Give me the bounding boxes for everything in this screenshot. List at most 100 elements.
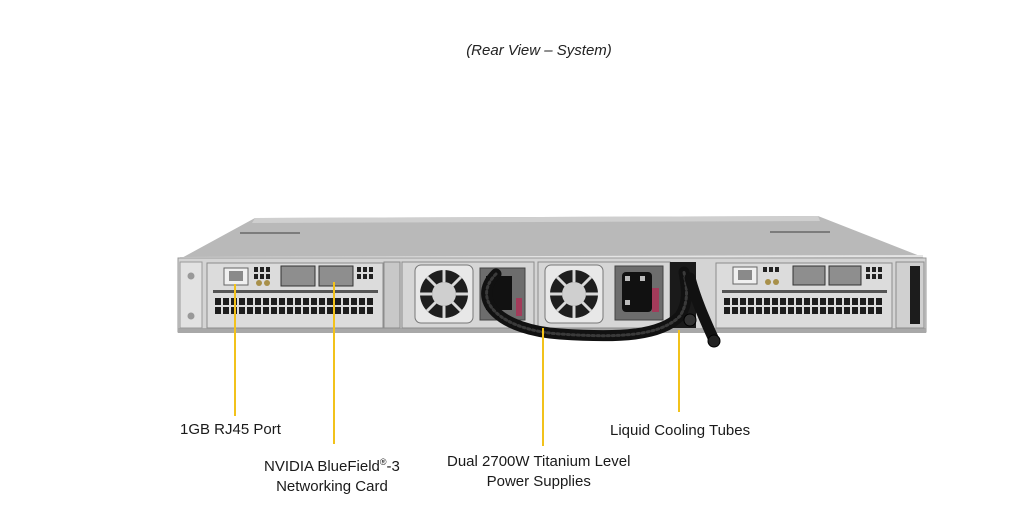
vent-hole (796, 298, 802, 305)
callout-bluefield-card: NVIDIA BlueField®-3 Networking Card (264, 452, 400, 497)
vent-hole (343, 307, 349, 314)
vent-hole (876, 298, 882, 305)
vent-hole (327, 298, 333, 305)
vent-hole (788, 298, 794, 305)
vent-hole (820, 307, 826, 314)
vent-hole (223, 298, 229, 305)
vent-hole (263, 298, 269, 305)
vent-hole (804, 307, 810, 314)
liquid-cooling-tubes (481, 266, 721, 348)
vent-hole (788, 307, 794, 314)
vent-hole (804, 298, 810, 305)
callout-rj45-port: 1GB RJ45 Port (180, 420, 281, 440)
vent-hole (740, 307, 746, 314)
right-io-module (715, 262, 893, 329)
vent-hole (303, 307, 309, 314)
vent-hole (351, 307, 357, 314)
power-supply-1 (401, 261, 535, 329)
vent-hole (311, 307, 317, 314)
vent-hole (780, 298, 786, 305)
vent-hole (367, 298, 373, 305)
vent-hole (279, 298, 285, 305)
vent-hole (756, 307, 762, 314)
callout-power-supplies: Dual 2700W Titanium Level Power Supplies (447, 452, 630, 492)
vent-hole (836, 307, 842, 314)
callout-psu-line1: Dual 2700W Titanium Level (447, 453, 631, 470)
vent-hole (319, 298, 325, 305)
qsfp-port-1 (280, 265, 316, 287)
vent-hole (756, 298, 762, 305)
vent-hole (764, 307, 770, 314)
vent-hole (263, 307, 269, 314)
vent-hole (828, 298, 834, 305)
vent-hole (255, 307, 261, 314)
vent-hole (748, 307, 754, 314)
vent-hole (860, 298, 866, 305)
vent-hole (820, 298, 826, 305)
vent-hole (844, 307, 850, 314)
callout-bluefield-line1: NVIDIA BlueField®-3 (264, 457, 400, 475)
vent-hole (351, 298, 357, 305)
vent-hole (295, 307, 301, 314)
vent-hole (239, 298, 245, 305)
vent-hole (271, 298, 277, 305)
vent-hole (359, 307, 365, 314)
vent-hole (876, 307, 882, 314)
vent-hole (271, 307, 277, 314)
vent-hole (343, 298, 349, 305)
vent-hole (335, 298, 341, 305)
vent-hole (772, 307, 778, 314)
vent-hole (319, 307, 325, 314)
vent-hole (868, 307, 874, 314)
vent-hole (796, 307, 802, 314)
vent-hole (215, 307, 221, 314)
vent-hole (247, 307, 253, 314)
vent-hole (844, 298, 850, 305)
vent-hole (255, 298, 261, 305)
vent-hole (812, 307, 818, 314)
vent-hole (748, 298, 754, 305)
vent-hole (780, 307, 786, 314)
callout-liquid-cooling: Liquid Cooling Tubes (610, 421, 750, 441)
left-io-module (206, 262, 384, 329)
vent-hole (732, 298, 738, 305)
vent-hole (327, 307, 333, 314)
callout-rj45-text: 1GB RJ45 Port (180, 421, 281, 438)
vent-hole (860, 307, 866, 314)
vent-hole (335, 307, 341, 314)
vent-hole (828, 307, 834, 314)
leader-line-rj45 (234, 284, 236, 416)
vent-hole (740, 298, 746, 305)
vent-hole (287, 298, 293, 305)
chassis-top (178, 216, 925, 260)
callout-psu-line2: Power Supplies (486, 473, 591, 490)
power-supply-2 (537, 261, 671, 329)
vent-hole (868, 298, 874, 305)
vent-hole (724, 307, 730, 314)
leader-line-cooling (678, 330, 680, 412)
vent-hole (812, 298, 818, 305)
vent-hole (311, 298, 317, 305)
callout-cooling-text: Liquid Cooling Tubes (610, 422, 751, 439)
leader-line-bluefield (333, 282, 335, 444)
vent-hole (836, 298, 842, 305)
vent-hole (215, 298, 221, 305)
vent-hole (852, 298, 858, 305)
vent-hole (359, 298, 365, 305)
vent-hole (247, 298, 253, 305)
vent-hole (287, 307, 293, 314)
vent-hole (764, 298, 770, 305)
vent-hole (367, 307, 373, 314)
callout-bluefield-line2: Networking Card (276, 478, 388, 495)
vent-hole (724, 298, 730, 305)
vent-hole (223, 307, 229, 314)
qsfp-port-2 (318, 265, 354, 287)
figure-caption: (Rear View – System) (466, 42, 612, 59)
vent-hole (295, 298, 301, 305)
vent-hole (852, 307, 858, 314)
vent-hole (303, 298, 309, 305)
vent-hole (239, 307, 245, 314)
vent-hole (732, 307, 738, 314)
leader-line-psu (542, 328, 544, 446)
